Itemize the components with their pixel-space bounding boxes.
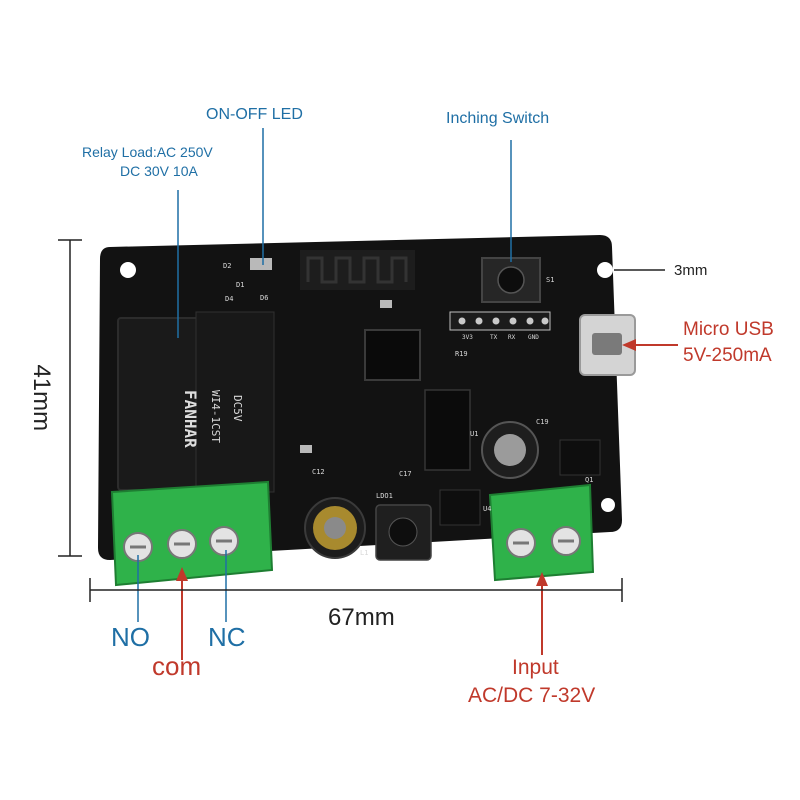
silkscreen-label: U4 [483,505,492,513]
width-label: 67mm [328,604,395,631]
inching-switch-label: Inching Switch [446,110,550,127]
relay-model: WI4-1CST [209,390,222,443]
height-label: 41mm [28,364,56,432]
mount-hole [597,262,613,278]
micro-usb-label-line2: 5V-250mA [683,345,772,366]
silkscreen-label: TX [490,334,498,341]
mount-hole [120,262,136,278]
silkscreen-label: RX [508,334,516,341]
driver-chip [424,389,471,471]
silkscreen-label: D6 [260,294,269,302]
silkscreen-label: 3V3 [462,334,473,341]
no-label: NO [111,622,150,652]
silkscreen-label: D2 [223,262,232,270]
nc-label: NC [208,622,246,652]
micro-usb-label-line1: Micro USB [683,319,774,340]
relay-load-label-line1: Relay Load:AC 250V [82,144,213,160]
input-label-line1: Input [512,656,559,679]
silkscreen-label: C17 [399,470,412,478]
com-label: com [152,651,202,681]
silkscreen-label: GND [528,334,539,341]
hole-size-label: 3mm [674,262,708,279]
silkscreen-label: L1 [360,549,369,557]
relay-brand: FANHAR [181,390,200,448]
silkscreen-label: Q1 [585,476,594,484]
silkscreen-label: D4 [225,295,234,303]
mcu-chip [364,329,421,381]
silkscreen-label: C12 [312,468,325,476]
silkscreen-label: S1 [546,276,555,284]
silkscreen-label: U1 [470,430,479,438]
silkscreen-label: LDO1 [376,492,393,500]
wifi-antenna [300,250,415,290]
silkscreen-label: R19 [455,350,468,358]
mount-hole [601,498,615,512]
silkscreen-label: C19 [536,418,549,426]
silkscreen-label: D1 [236,281,245,289]
relay-coil: DC5V [231,395,244,422]
relay-load-label-line2: DC 30V 10A [120,163,198,179]
pin-header [449,311,551,331]
input-label-line2: AC/DC 7-32V [468,684,596,707]
on-off-led-label: ON-OFF LED [206,106,303,123]
